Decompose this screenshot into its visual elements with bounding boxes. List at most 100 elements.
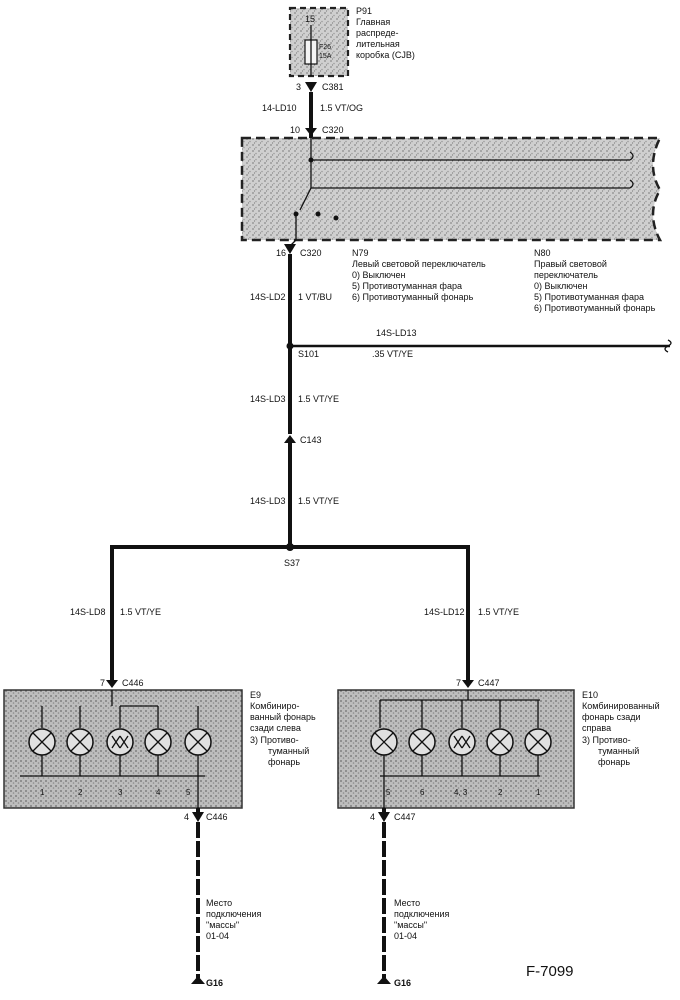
lamp-right-pin-2: 6	[420, 788, 425, 797]
top-conn-b: C320	[322, 125, 344, 135]
connector-c143-arrow	[284, 435, 296, 443]
lamp-left-pin-1: 1	[40, 788, 45, 797]
ground-right-symbol	[377, 976, 391, 984]
left-wire-spec: 1.5 VT/YE	[120, 607, 161, 617]
lamp-right-pin-3: 4, 3	[454, 788, 468, 797]
lamp-right-desc-5: туманный	[598, 746, 639, 756]
lamp-left-desc-4: 3) Противо-	[250, 735, 299, 745]
lamp-left-ground-pin: 4	[184, 812, 189, 822]
mid-wire1-spec: 1.5 VT/YE	[298, 394, 339, 404]
ground-right-desc-4: 01-04	[394, 931, 417, 941]
switch-left-item-3: 6) Противотуманный фонарь	[352, 292, 474, 302]
lamp-left-ref: E9	[250, 690, 261, 700]
right-wire-spec: 1.5 VT/YE	[478, 607, 519, 617]
left-pin: 7	[100, 678, 105, 688]
ground-left-symbol	[191, 976, 205, 984]
right-wire-code: 14S-LD12	[424, 607, 465, 617]
light-switch-block	[240, 136, 663, 242]
lamp-right-desc-6: фонарь	[598, 757, 630, 767]
mid-wire1-conn: C143	[300, 435, 322, 445]
ground-left-desc-4: 01-04	[206, 931, 229, 941]
lamp-right-desc-2: фонарь сзади	[582, 712, 641, 722]
figure-id: F-7099	[526, 963, 574, 980]
switch-wire-code: 14S-LD2	[250, 292, 286, 302]
top-wire-spec: 1.5 VT/OG	[320, 103, 363, 113]
left-conn: C446	[122, 678, 144, 688]
switch-left-ref: N79	[352, 248, 369, 258]
top-conn-a: C381	[322, 82, 344, 92]
lamp-right-desc-1: Комбинированный	[582, 701, 660, 711]
connector-arrow	[305, 82, 317, 92]
mid-wire2-splice: S37	[284, 558, 300, 568]
branch-spec: .35 VT/YE	[372, 349, 413, 359]
lamp-left-desc-3: сзади слева	[250, 723, 301, 733]
switch-right-item-3: 6) Противотуманный фонарь	[534, 303, 656, 313]
right-conn: C447	[478, 678, 500, 688]
lamp-right-pin-1: 5	[386, 788, 391, 797]
top-wire-code: 14-LD10	[262, 103, 297, 113]
lamp-right-desc-4: 3) Противо-	[582, 735, 631, 745]
mid-wire2-code: 14S-LD3	[250, 496, 286, 506]
wire-14s-ld8	[110, 545, 290, 682]
wire-14s-ld12	[290, 545, 470, 682]
lamp-left-desc-5: туманный	[268, 746, 309, 756]
fuse-box-desc-1: Главная	[356, 17, 390, 27]
switch-right-title-2: переключатель	[534, 270, 598, 280]
switch-right-ref: N80	[534, 248, 551, 258]
switch-right-title-1: Правый световой	[534, 259, 607, 269]
lamp-left-ground-conn: C446	[206, 812, 228, 822]
left-wire-code: 14S-LD8	[70, 607, 106, 617]
connector-c446-arrow	[106, 680, 118, 688]
switch-right-item-2: 5) Противотуманная фара	[534, 292, 644, 302]
branch-code: 14S-LD13	[376, 328, 417, 338]
lamp-left-pin-3: 3	[118, 788, 123, 797]
tail-lamp-left-e9	[3, 689, 243, 809]
ground-right-desc-2: подключения	[394, 909, 449, 919]
switch-pin: 16	[276, 248, 286, 258]
lamp-left-pin-4: 4	[156, 788, 161, 797]
lamp-left-pin-5: 5	[186, 788, 191, 797]
fuse-box-inner-label: 15	[305, 14, 315, 24]
connector-arrow	[192, 812, 204, 822]
branch-splice: S101	[298, 349, 319, 359]
mid-wire2-spec: 1.5 VT/YE	[298, 496, 339, 506]
top-pin-a: 3	[296, 82, 301, 92]
switch-left-item-2: 5) Противотуманная фара	[352, 281, 462, 291]
connector-arrow	[284, 244, 296, 254]
fuse-number: F26	[319, 44, 331, 51]
lamp-right-pin-5: 1	[536, 788, 541, 797]
lamp-right-pin-4: 2	[498, 788, 503, 797]
switch-conn: C320	[300, 248, 322, 258]
ground-right-ref: G16	[394, 978, 411, 988]
switch-wire-spec: 1 VT/BU	[298, 292, 332, 302]
top-pin-b: 10	[290, 125, 300, 135]
lamp-left-desc-6: фонарь	[268, 757, 300, 767]
ground-left-desc-2: подключения	[206, 909, 261, 919]
switch-left-item-1: 0) Выключен	[352, 270, 406, 280]
lamp-right-ref: E10	[582, 690, 598, 700]
lamp-right-ground-conn: C447	[394, 812, 416, 822]
ground-left-ref: G16	[206, 978, 223, 988]
fuse-box-ref: P91	[356, 6, 372, 16]
connector-arrow	[305, 128, 317, 136]
tail-lamp-right-e10	[337, 689, 575, 809]
ground-left-desc-1: Место	[206, 898, 232, 908]
right-pin: 7	[456, 678, 461, 688]
fuse-box-desc-4: коробка (CJB)	[356, 50, 415, 60]
mid-wire1-code: 14S-LD3	[250, 394, 286, 404]
lamp-left-desc-1: Комбиниро-	[250, 701, 300, 711]
fuse-box-desc-2: распреде-	[356, 28, 398, 38]
lamp-right-ground-pin: 4	[370, 812, 375, 822]
fuse-box-desc-3: лительная	[356, 39, 400, 49]
connector-arrow	[378, 812, 390, 822]
ground-right-desc-3: "массы"	[394, 920, 427, 930]
switch-left-title: Левый световой переключатель	[352, 259, 486, 269]
lamp-left-desc-2: ванный фонарь	[250, 712, 316, 722]
lamp-right-desc-3: справа	[582, 723, 611, 733]
connector-c447-arrow	[462, 680, 474, 688]
fuse-rating: 15A	[319, 53, 332, 60]
lamp-left-pin-2: 2	[78, 788, 83, 797]
fuse-box-p91: 15 F26 15A	[288, 6, 350, 78]
ground-left-desc-3: "массы"	[206, 920, 239, 930]
